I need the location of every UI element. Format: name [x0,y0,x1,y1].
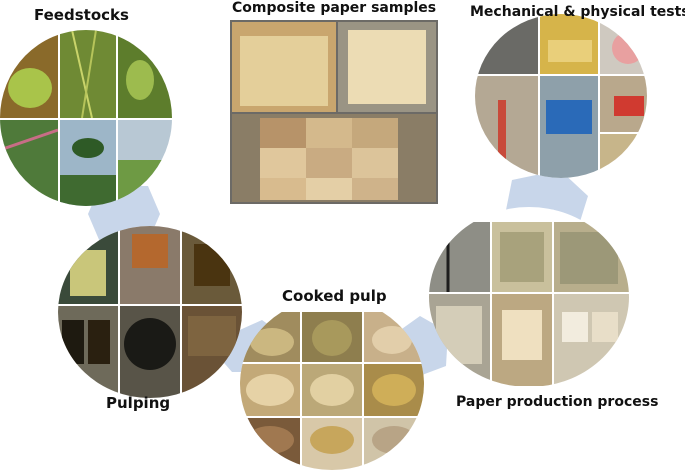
mechanical-tests-photo-circle [475,14,647,178]
composite-paper-samples-label: Composite paper samples [232,0,437,16]
mould-frame-photo [429,222,490,292]
cooked-pulp-label: Cooked pulp [282,287,387,305]
cooked-pulp-photo-circle [240,300,424,470]
paper-production-photo-circle [429,207,629,387]
paper-production-process-label: Paper production process [456,394,659,410]
tensile-tester-photo [475,14,538,74]
pulping-label: Pulping [106,394,171,412]
composite-paper-photo [230,20,438,204]
pulping-photo-circle [58,226,242,398]
mechanical-physical-tests-label: Mechanical & physical tests [470,4,685,20]
tile-grid-lines [0,14,647,470]
feedstocks-label: Feedstocks [34,6,129,24]
